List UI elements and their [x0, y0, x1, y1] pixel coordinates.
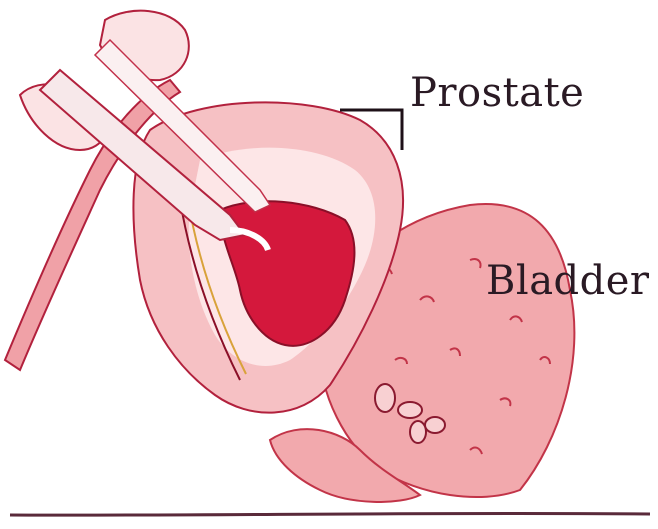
prostate-label: Prostate	[410, 70, 584, 116]
bladder-label: Bladder	[486, 258, 650, 304]
baseline-stroke	[10, 513, 650, 515]
